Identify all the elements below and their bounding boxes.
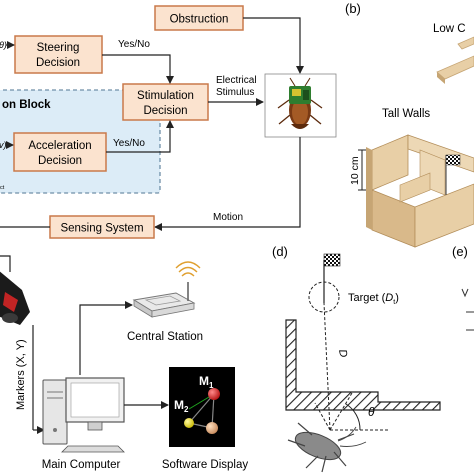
checkered-flag — [445, 154, 461, 166]
main-computer-image — [42, 377, 125, 453]
motion-label: Motion — [213, 212, 243, 223]
acceleration-line1: Acceleration — [28, 140, 91, 152]
central-station-image — [132, 261, 201, 318]
acceleration-line2: Decision — [38, 155, 82, 167]
stimulation-decision-box — [122, 83, 209, 121]
height-label: 10 cm — [349, 156, 361, 185]
block-title: on Block — [2, 99, 51, 111]
distance-label: D — [336, 348, 349, 358]
stimulation-line1: Stimulation — [137, 90, 194, 102]
obstruction-label: Obstruction — [170, 14, 229, 26]
software-display: M1 M2 — [169, 367, 235, 447]
steering-line1: Steering — [37, 42, 80, 54]
tracking-system: Markers (X, Y) Central Station — [0, 255, 249, 471]
input-v: v) — [0, 140, 7, 150]
target-flag — [323, 253, 341, 267]
cyborg-cockroach-image — [277, 77, 323, 129]
marker-m3-sphere — [206, 422, 218, 434]
panel-d-geometry: (d) Target (Dt) D θ — [272, 244, 441, 473]
panel-b-arena: (b) Low C Tall Walls 10 cm — [345, 1, 474, 248]
markers-label: Markers (X, Y) — [15, 339, 27, 410]
sensing-system-label: Sensing System — [60, 223, 143, 235]
input-theta: θ) — [0, 40, 7, 50]
yes-no-bottom: Yes/No — [113, 138, 145, 149]
main-computer-label: Main Computer — [42, 459, 121, 471]
panel-d-label: (d) — [272, 244, 288, 259]
panel-e-label: (e) — [452, 244, 468, 259]
marker-yellow-sphere — [184, 418, 194, 428]
tall-walls-label: Tall Walls — [382, 108, 430, 120]
cockroach-icon — [287, 422, 367, 473]
stimulation-line2: Decision — [143, 105, 187, 117]
control-block-diagram: on Block ct Obstruction Steering Decisio… — [0, 5, 337, 239]
target-label: Target (Dt) — [348, 292, 399, 306]
tracking-camera-image — [0, 271, 30, 325]
panel-e-fragment: (e) — [452, 244, 474, 331]
software-display-label: Software Display — [162, 459, 249, 471]
target-circle — [308, 281, 340, 313]
low-walls-label: Low C — [433, 23, 466, 35]
electrical-line2: Stimulus — [216, 87, 254, 98]
marker-m1-sphere — [208, 388, 220, 400]
steering-line2: Decision — [36, 57, 80, 69]
fragment-ct: ct — [0, 185, 5, 191]
obstacle — [285, 319, 441, 411]
central-station-label: Central Station — [127, 331, 203, 343]
acceleration-decision-box — [13, 132, 107, 172]
panel-b-label: (b) — [345, 1, 361, 16]
yes-no-top: Yes/No — [118, 39, 150, 50]
electrical-line1: Electrical — [216, 75, 257, 86]
theta-label: θ — [368, 405, 375, 419]
m1-label: M1 — [199, 374, 214, 390]
m2-label: M2 — [174, 398, 189, 414]
